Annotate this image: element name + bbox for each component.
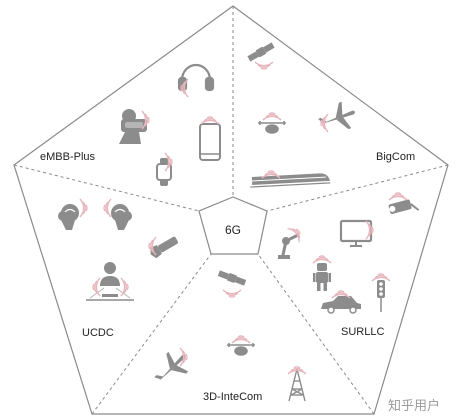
high-speed-train-icon	[250, 173, 331, 188]
watermark: 知乎用户	[388, 398, 440, 414]
vr-headset-icon	[119, 109, 147, 144]
segment-dividers	[13, 6, 449, 415]
brain-icon	[58, 204, 79, 230]
segment-label-surllc: SURLLC	[341, 326, 384, 338]
hologram-person-icon	[86, 262, 134, 301]
airplane-icon	[154, 351, 189, 381]
segment-label-bigcom: BigCom	[376, 151, 415, 163]
segment-label-ucdc: UCDC	[82, 327, 114, 339]
drone-icon	[227, 343, 255, 356]
car-icon	[321, 296, 361, 314]
segment-label-3d-intecom: 3D-InteCom	[203, 391, 262, 403]
traffic-light-icon	[377, 280, 385, 312]
cctv-camera-icon	[388, 199, 420, 215]
brain-icon	[111, 204, 132, 230]
drone-icon	[258, 121, 286, 134]
segment-label-embb-plus: eMBB-Plus	[40, 151, 96, 163]
center-label-6g: 6G	[225, 223, 241, 237]
satellite-icon	[217, 270, 247, 286]
center-pentagon	[198, 196, 268, 255]
airplane-icon	[318, 101, 355, 130]
satellite-icon	[247, 42, 275, 62]
humanoid-robot-icon	[313, 263, 331, 291]
robot-arm-icon	[278, 233, 300, 259]
smartphone-icon	[199, 123, 221, 161]
